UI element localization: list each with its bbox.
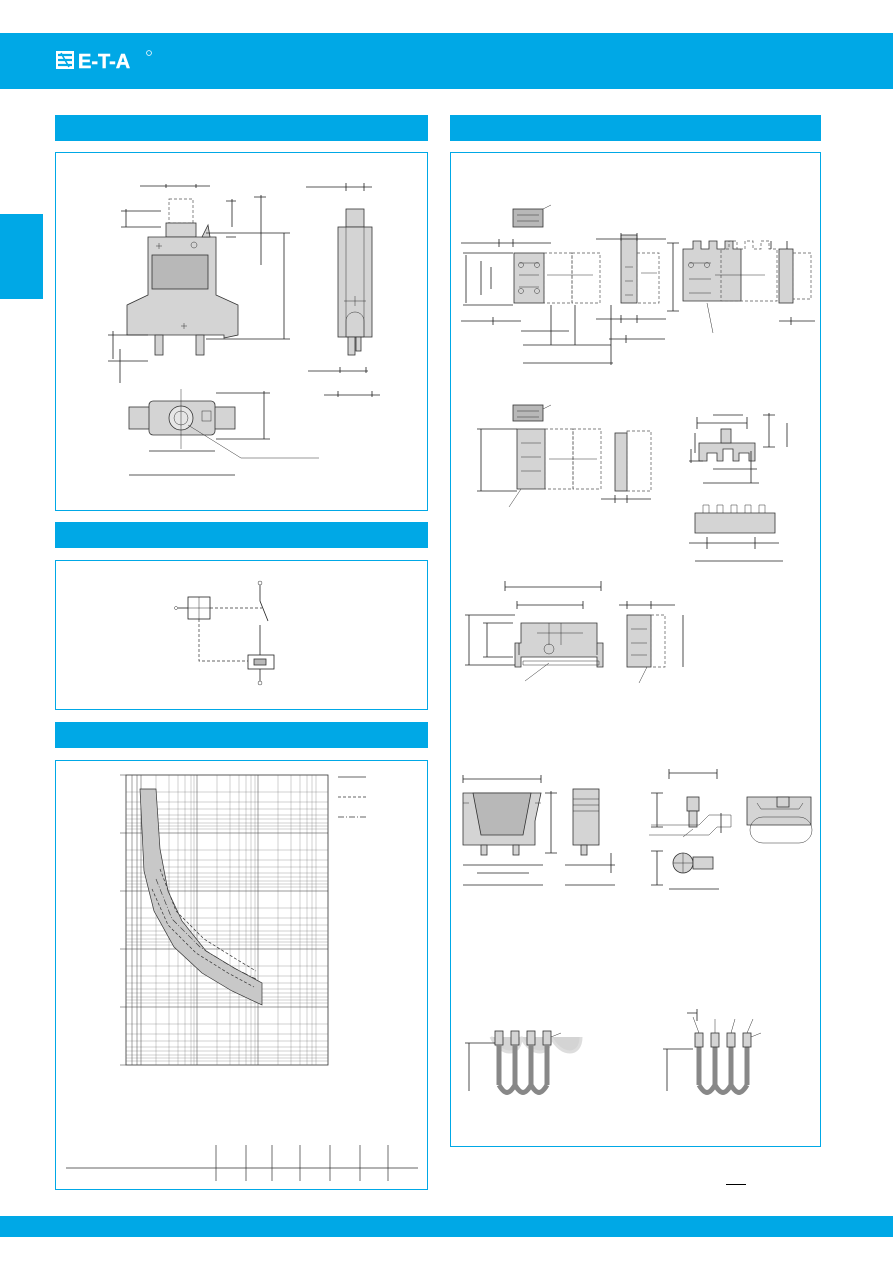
- log-grid: [120, 774, 329, 1066]
- accessories-panel: [450, 152, 821, 1147]
- eta-logo-icon: E-T-A: [56, 50, 152, 71]
- section-header-schematic: [55, 522, 428, 548]
- characteristic-curve: [66, 774, 418, 1181]
- accessories-drawings: [461, 204, 815, 1095]
- header-bar: [0, 33, 893, 89]
- chapter-tab: [0, 214, 43, 299]
- brand-logo: E-T-A: [56, 49, 152, 71]
- dimensions-panel: [55, 152, 428, 511]
- section-header-accessories: [450, 115, 821, 141]
- tripping-band: [139, 788, 263, 1006]
- section-header-dimensions: [55, 115, 428, 141]
- page-number-underline: [726, 1184, 746, 1185]
- section-header-characteristic: [55, 722, 428, 748]
- characteristic-panel: [55, 760, 428, 1190]
- current-table: [66, 1145, 418, 1181]
- legend: [338, 776, 366, 818]
- logo-text: E-T-A: [78, 51, 130, 71]
- dimensions-drawing: [108, 183, 380, 476]
- footer-bar: [0, 1216, 893, 1237]
- schematic-panel: [55, 560, 428, 710]
- schematic-diagram: [174, 580, 275, 686]
